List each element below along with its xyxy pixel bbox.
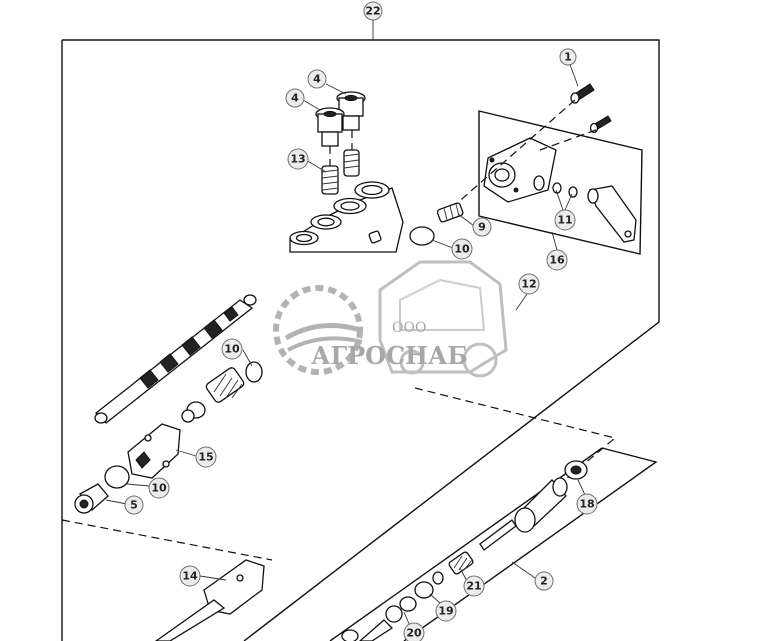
o-ring-10-lower xyxy=(104,465,130,489)
svg-text:18: 18 xyxy=(579,498,594,511)
svg-text:15: 15 xyxy=(198,451,213,464)
callout-21: 21 xyxy=(463,575,485,597)
svg-text:22: 22 xyxy=(365,5,380,18)
svg-text:10: 10 xyxy=(224,343,240,356)
watermark-prefix: ООО xyxy=(392,320,426,336)
watermark-logo: ООО АГРОСНАБ xyxy=(273,260,508,378)
callout-13: 13 xyxy=(287,148,309,170)
valve-plug-pair xyxy=(315,91,366,147)
callout-12: 12 xyxy=(518,273,540,295)
callout-2: 2 xyxy=(534,571,554,591)
svg-text:10: 10 xyxy=(151,482,167,495)
svg-text:9: 9 xyxy=(478,221,486,234)
svg-text:12: 12 xyxy=(521,278,536,291)
callout-18: 18 xyxy=(576,493,598,515)
assembly-frame-outline xyxy=(61,39,660,641)
cover-bolts xyxy=(570,83,612,134)
leader-lines xyxy=(105,61,586,627)
svg-text:19: 19 xyxy=(438,605,453,618)
cover-assembly xyxy=(483,137,637,243)
cover-bolt-axis xyxy=(454,99,576,206)
o-ring-10-upper xyxy=(409,226,435,246)
svg-text:5: 5 xyxy=(130,499,138,512)
svg-text:1: 1 xyxy=(564,51,572,64)
callout-11: 11 xyxy=(554,209,576,231)
callout-14: 14 xyxy=(179,565,201,587)
callout-4-upper: 4 xyxy=(307,69,327,89)
control-spool xyxy=(94,294,257,424)
svg-text:4: 4 xyxy=(313,73,321,86)
svg-text:20: 20 xyxy=(406,627,422,640)
valve-spring-pair xyxy=(321,130,360,195)
callout-4-lower: 4 xyxy=(285,88,305,108)
svg-text:10: 10 xyxy=(454,243,470,256)
lower-spool xyxy=(341,460,588,641)
spring-9 xyxy=(436,202,464,223)
callout-5: 5 xyxy=(124,495,144,515)
cover-group-box xyxy=(478,110,643,255)
valve-housing xyxy=(289,181,404,253)
detent-housing-14 xyxy=(154,559,265,641)
svg-text:13: 13 xyxy=(290,153,305,166)
callout-19: 19 xyxy=(435,600,457,622)
svg-text:11: 11 xyxy=(557,214,572,227)
lower-group-box xyxy=(329,447,658,641)
callout-10-upper: 10 xyxy=(451,238,473,260)
callout-9: 9 xyxy=(472,217,492,237)
svg-text:16: 16 xyxy=(549,254,565,267)
spool-spring xyxy=(181,361,263,423)
callout-10-lower: 10 xyxy=(148,477,170,499)
end-cap-15 xyxy=(127,423,181,479)
watermark-company-name: АГРОСНАБ xyxy=(311,341,468,370)
callout-10-middle: 10 xyxy=(221,338,243,360)
svg-text:2: 2 xyxy=(540,575,548,588)
callout-16: 16 xyxy=(546,249,568,271)
cover-bolt-axis-2 xyxy=(539,129,597,151)
callout-22: 22 xyxy=(363,1,383,21)
callout-15: 15 xyxy=(195,446,217,468)
svg-text:14: 14 xyxy=(182,570,198,583)
callout-1: 1 xyxy=(559,48,577,66)
svg-text:21: 21 xyxy=(466,580,481,593)
callout-20: 20 xyxy=(403,622,425,641)
fitting-5 xyxy=(74,483,109,514)
svg-text:4: 4 xyxy=(291,92,299,105)
